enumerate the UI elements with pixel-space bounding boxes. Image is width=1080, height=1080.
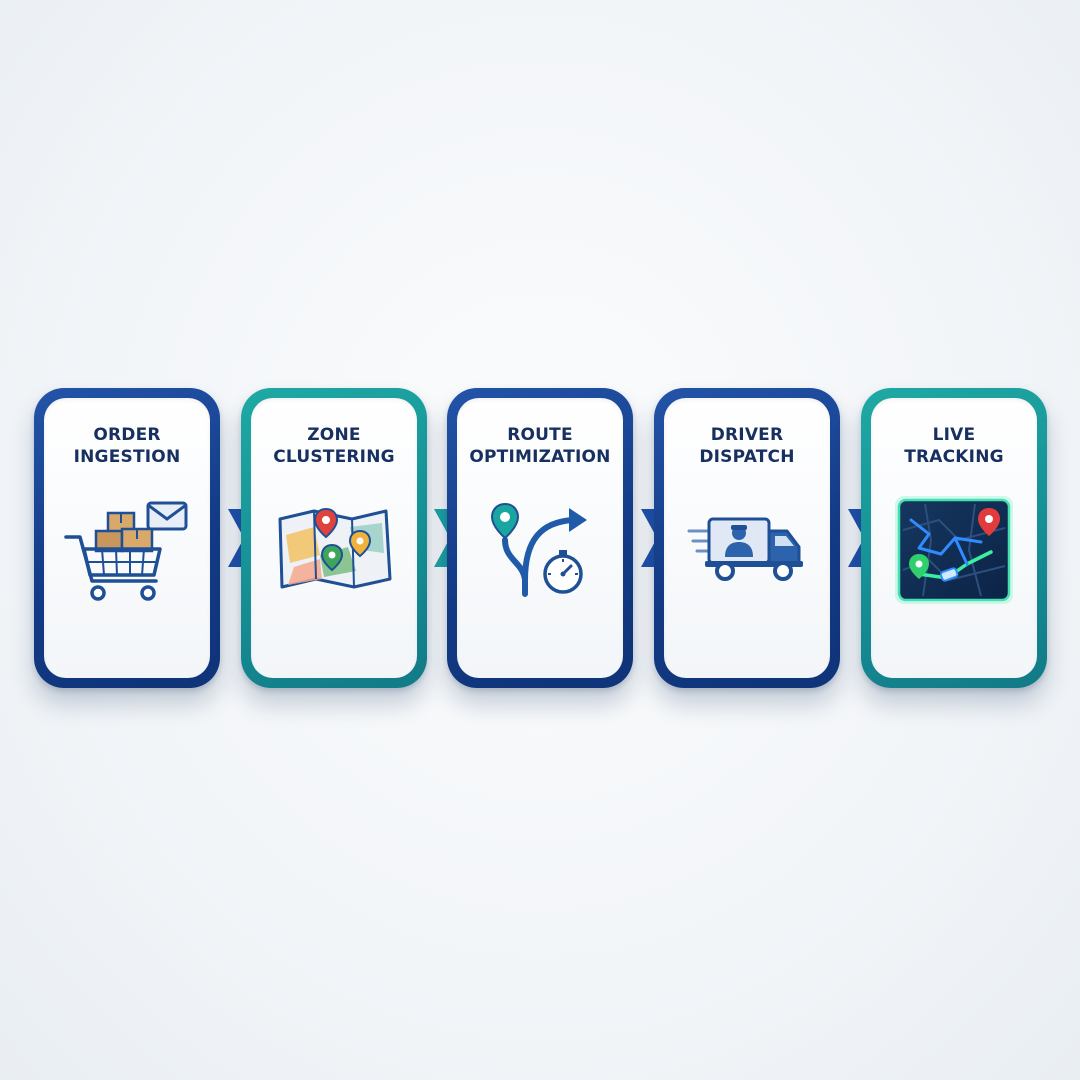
step-title: DRIVER DISPATCH [664, 424, 830, 468]
step-title-line2: OPTIMIZATION [469, 447, 611, 467]
boxes-icon [94, 511, 154, 553]
step-title: LIVE TRACKING [871, 424, 1037, 468]
shopping-cart-icon [44, 490, 210, 610]
delivery-truck-icon [664, 490, 830, 610]
step-title: ORDER INGESTION [44, 424, 210, 468]
map-pin-yellow [348, 529, 372, 558]
map-pin-red [978, 508, 1000, 536]
step-title-line2: TRACKING [904, 447, 1004, 467]
live-map-icon [871, 490, 1037, 610]
step-title-line1: ZONE [307, 425, 361, 445]
step-title-line2: INGESTION [73, 447, 181, 467]
step-title: ROUTE OPTIMIZATION [457, 424, 623, 468]
step-title-line1: ROUTE [507, 425, 573, 445]
map-pin-teal [490, 502, 520, 540]
envelope-icon [146, 501, 188, 531]
step-order-ingestion: ORDER INGESTION [34, 388, 220, 688]
map-pin-green [909, 554, 929, 579]
step-title: ZONE CLUSTERING [251, 424, 417, 468]
zone-map-icon [251, 490, 417, 610]
driver-icon [725, 525, 753, 557]
step-title-line1: LIVE [932, 425, 976, 445]
step-route-optimization: ROUTE OPTIMIZATION [447, 388, 633, 688]
step-title-line1: ORDER [93, 425, 161, 445]
card-panel: ORDER INGESTION [44, 398, 210, 678]
card-panel: LIVE TRACKING [871, 398, 1037, 678]
step-zone-clustering: ZONE CLUSTERING [241, 388, 427, 688]
step-title-line1: DRIVER [710, 425, 784, 445]
step-title-line2: DISPATCH [699, 447, 795, 467]
vehicle-marker-icon [939, 567, 959, 582]
step-title-line2: CLUSTERING [273, 447, 395, 467]
map-pin-green [320, 543, 344, 572]
card-panel: DRIVER DISPATCH [664, 398, 830, 678]
step-driver-dispatch: DRIVER DISPATCH [654, 388, 840, 688]
card-panel: ROUTE OPTIMIZATION [457, 398, 623, 678]
cart-icon [64, 535, 162, 583]
step-live-tracking: LIVE TRACKING [861, 388, 1047, 688]
card-panel: ZONE CLUSTERING [251, 398, 417, 678]
route-timer-icon [457, 490, 623, 610]
stopwatch-icon [543, 550, 583, 594]
map-pin-red [313, 507, 339, 539]
